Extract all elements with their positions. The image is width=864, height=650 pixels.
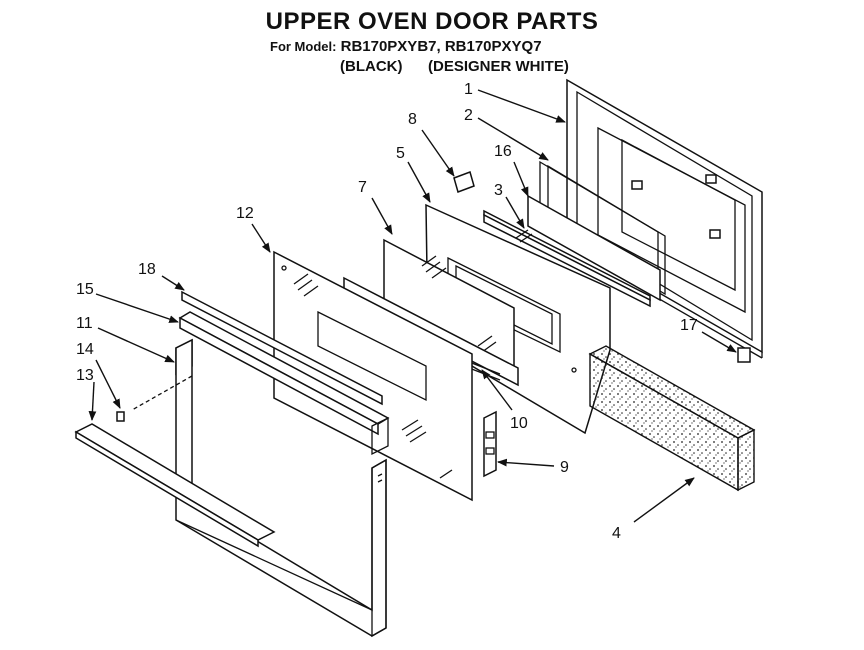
callout-4: 4: [612, 525, 621, 542]
callout-numbers: 1 2 3 4 5 7 8 9 10 11 12 13 14 15 16 17 …: [76, 81, 698, 542]
callout-3: 3: [494, 182, 503, 199]
model-line: For Model: RB170PXYB7, RB170PXYQ7: [270, 38, 542, 55]
callout-17: 17: [680, 317, 698, 334]
part-small-clip: [116, 411, 125, 422]
variant-black: (BLACK): [340, 58, 403, 75]
model-label: For Model:: [270, 39, 337, 54]
callout-12: 12: [236, 205, 254, 222]
callout-11: 11: [76, 315, 93, 332]
callout-16: 16: [494, 143, 512, 160]
part-glass-pack: [483, 209, 651, 308]
part-inner-glass: [527, 194, 661, 302]
callout-8: 8: [408, 111, 417, 128]
part-bottom-rail: [74, 423, 276, 548]
callout-9: 9: [560, 459, 569, 476]
part-top-trim-strip: [181, 290, 383, 406]
callout-5: 5: [396, 145, 405, 162]
part-door-handle: [178, 311, 390, 456]
part-outer-door-panel: [131, 338, 387, 638]
model-numbers: RB170PXYB7, RB170PXYQ7: [340, 38, 542, 55]
callout-15: 15: [76, 281, 94, 298]
callout-7: 7: [358, 179, 367, 196]
callout-10: 10: [510, 415, 528, 432]
callout-13: 13: [76, 367, 94, 384]
part-insulation: [588, 345, 756, 492]
callout-2: 2: [464, 107, 473, 124]
callout-14: 14: [76, 341, 94, 358]
part-clip-17: [737, 347, 751, 363]
variant-designer-white: (DESIGNER WHITE): [428, 58, 569, 75]
callout-1: 1: [464, 81, 473, 98]
part-outer-glass: [273, 250, 473, 502]
diagram-title: UPPER OVEN DOOR PARTS: [265, 8, 599, 35]
part-hinge: [483, 410, 497, 478]
callout-18: 18: [138, 261, 156, 278]
part-inner-door-liner: [566, 78, 763, 359]
callout-leaders: [88, 89, 737, 523]
part-bracket: [453, 171, 475, 193]
